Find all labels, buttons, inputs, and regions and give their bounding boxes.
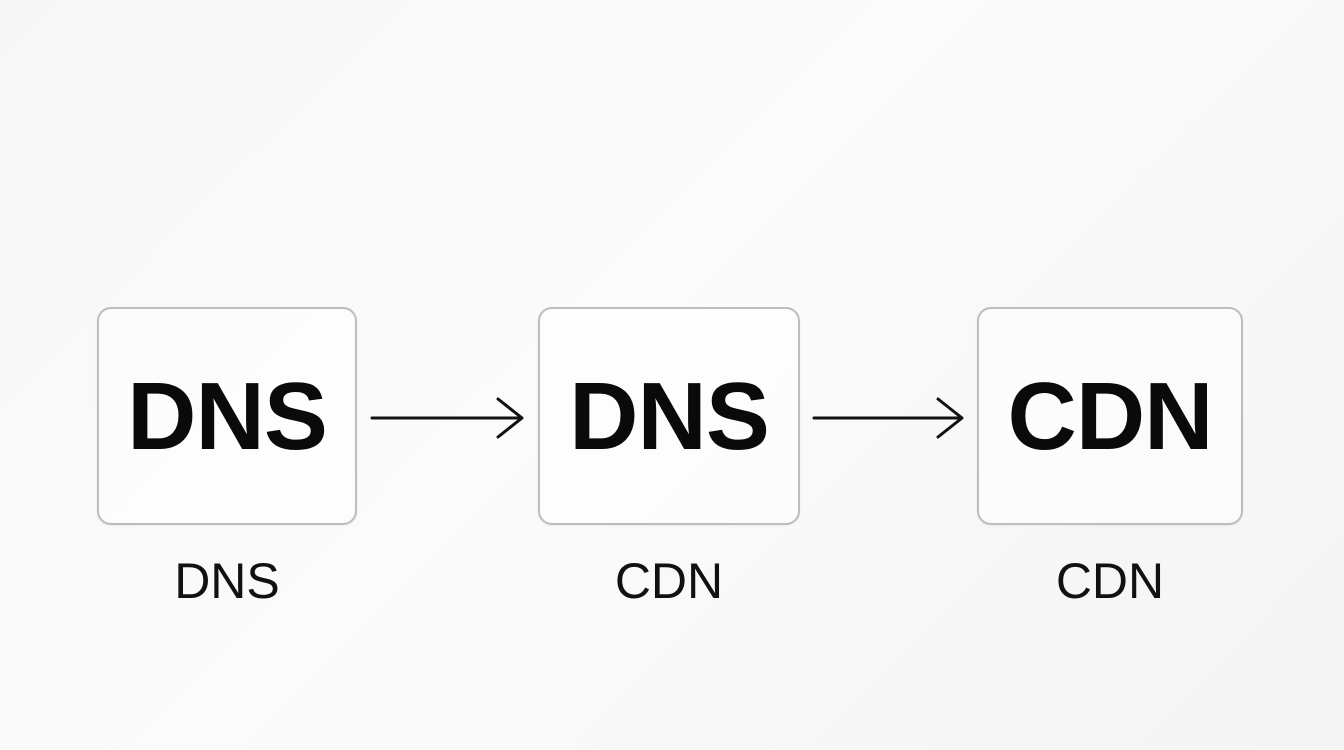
node-1-caption: DNS bbox=[174, 553, 280, 609]
node-3-caption: CDN bbox=[1055, 553, 1165, 609]
arrow-1-to-2 bbox=[370, 397, 524, 439]
node-3-title: CDN bbox=[1007, 363, 1214, 470]
node-box-3: CDN bbox=[977, 307, 1243, 525]
node-1-title: DNS bbox=[127, 363, 328, 470]
node-2-caption: CDN bbox=[614, 553, 724, 609]
node-2-title: DNS bbox=[569, 363, 770, 470]
node-box-2: DNS bbox=[538, 307, 800, 525]
node-box-1: DNS bbox=[97, 307, 357, 525]
arrow-2-to-3 bbox=[812, 397, 964, 439]
